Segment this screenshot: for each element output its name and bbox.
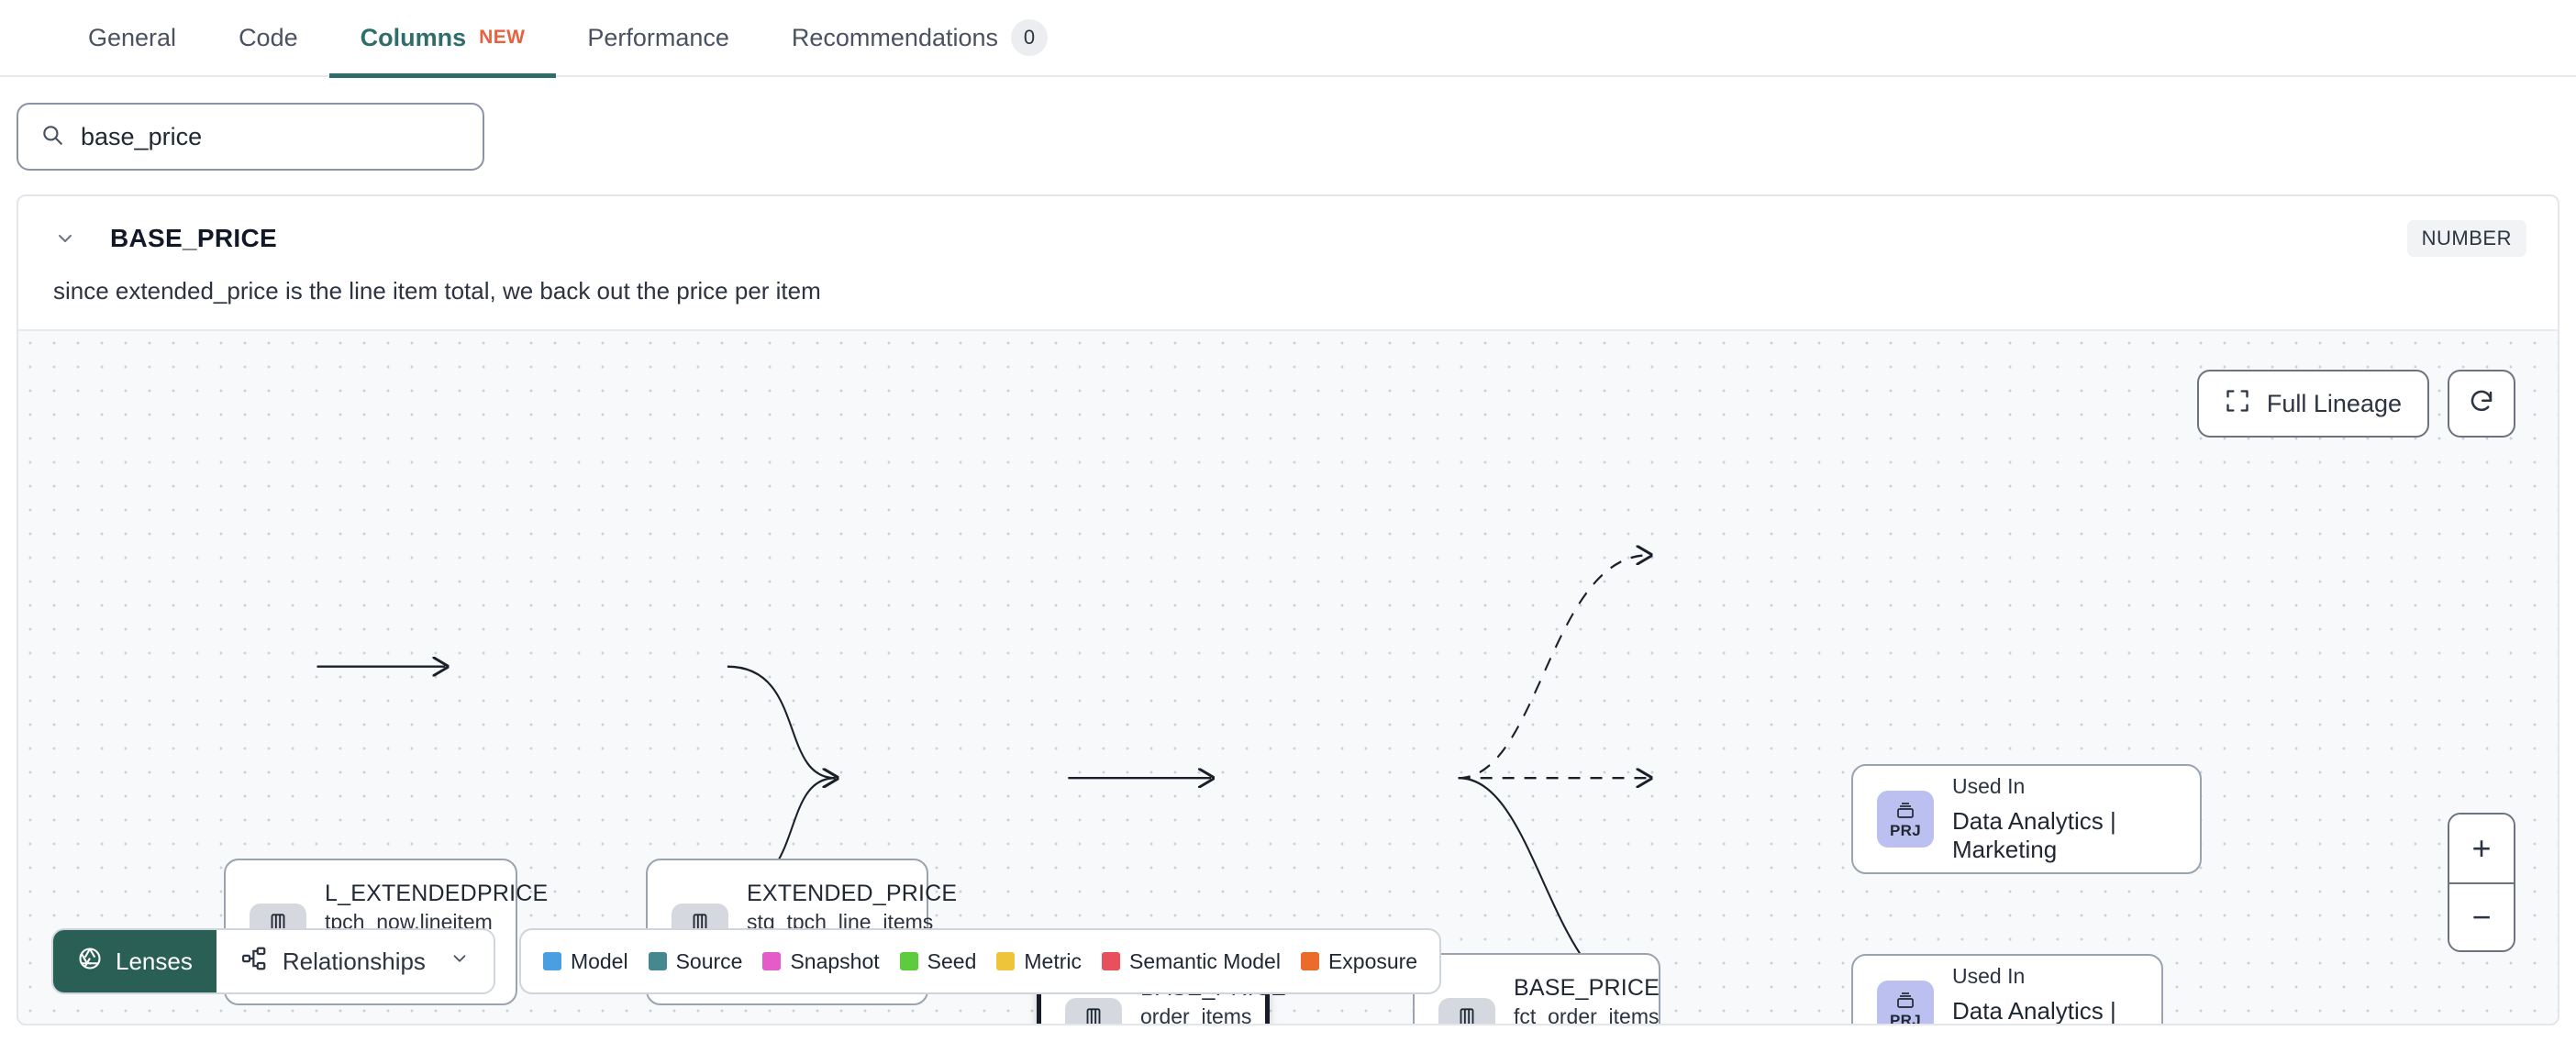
zoom-controls: + − [2448, 813, 2515, 952]
aperture-icon [77, 946, 103, 978]
zoom-in-button[interactable]: + [2449, 815, 2514, 882]
chevron-down-icon[interactable] [50, 223, 81, 254]
lenses-button[interactable]: Lenses [53, 930, 217, 992]
relationships-icon [240, 945, 268, 979]
project-glyph-icon [1893, 799, 1917, 821]
column-glyph-icon [688, 911, 712, 935]
legend-item[interactable]: Source [648, 948, 743, 974]
canvas-bottom-toolbar: Lenses Relationships [51, 928, 1442, 994]
legend-label: Source [675, 948, 743, 973]
project-glyph-icon [1893, 989, 1917, 1011]
legend-label: Exposure [1327, 948, 1418, 973]
tab-recommendations[interactable]: Recommendations 0 [761, 0, 1079, 76]
tab-performance[interactable]: Performance [556, 0, 761, 76]
lenses-label: Lenses [116, 947, 193, 975]
legend-swatch [648, 952, 667, 970]
node-table-name: order_items [1140, 1004, 1252, 1024]
refresh-button[interactable] [2448, 370, 2515, 438]
search-icon [40, 123, 64, 151]
lineage-canvas[interactable]: COLL_EXTENDEDPRICEtpch_now.lineitemSOURC… [18, 329, 2558, 1024]
legend-item[interactable]: Snapshot [762, 948, 880, 974]
node-project-name: Data Analytics | Marketing [1952, 807, 2116, 863]
tab-label: Recommendations [791, 23, 999, 51]
legend-swatch [542, 952, 561, 970]
relationships-label: Relationships [282, 947, 426, 975]
column-glyph-icon [1082, 1005, 1105, 1024]
project-icon: PRJ [1877, 791, 1934, 848]
node-project-name: Data Analytics | Sales [1952, 997, 2116, 1024]
legend-label: Snapshot [790, 948, 880, 973]
tab-code[interactable]: Code [207, 0, 329, 76]
zoom-out-button[interactable]: − [2449, 882, 2514, 950]
node-body: Used In Data Analytics | Sales [1952, 964, 2137, 1024]
node-icon-label: PRJ [1890, 1011, 1921, 1025]
legend-item[interactable]: Metric [996, 949, 1082, 974]
legend-swatch [1300, 952, 1319, 970]
legend-item[interactable]: Model [542, 948, 628, 974]
column-icon: COL [1065, 998, 1122, 1024]
legend: Model Source Snapshot Seed Metric Semantic Mo… [518, 928, 1442, 994]
refresh-icon [2468, 388, 2495, 420]
tab-general[interactable]: General [57, 0, 207, 76]
search-input[interactable]: base_price [17, 103, 484, 171]
full-lineage-label: Full Lineage [2266, 389, 2402, 417]
node-icon-label: PRJ [1890, 821, 1921, 839]
legend-label: Semantic Model [1129, 948, 1281, 973]
node-column-name: L_EXTENDEDPRICE [325, 881, 549, 906]
chevron-down-icon [450, 948, 470, 974]
tab-label: General [88, 23, 177, 51]
legend-swatch [762, 952, 782, 970]
expand-icon [2225, 388, 2250, 420]
tab-label: Columns [360, 23, 467, 51]
tab-new-badge: NEW [479, 27, 526, 48]
project-icon: PRJ [1877, 981, 1934, 1024]
column-icon: COL [1438, 998, 1495, 1024]
node-used-in-label: Used In [1952, 774, 2026, 798]
relationships-dropdown[interactable]: Relationships [216, 930, 494, 992]
column-header: BASE_PRICE NUMBER [18, 196, 2558, 257]
legend-item[interactable]: Exposure [1300, 948, 1418, 974]
tab-columns[interactable]: Columns NEW [328, 0, 557, 78]
node-column-name: BASE_PRICE [1514, 975, 1660, 1001]
node-used-in-label: Used In [1952, 964, 2026, 988]
node-column-name: EXTENDED_PRICE [747, 881, 958, 906]
column-glyph-icon [1455, 1005, 1479, 1024]
canvas-top-controls: Full Lineage [2196, 370, 2515, 438]
tab-label: Performance [587, 23, 729, 51]
legend-swatch [996, 952, 1016, 970]
column-panel: BASE_PRICE NUMBER since extended_price i… [17, 194, 2559, 1025]
tab-recommendations-count: 0 [1011, 19, 1049, 56]
legend-swatch [1102, 952, 1121, 970]
legend-item[interactable]: Seed [899, 948, 977, 974]
lineage-node-data-analytics-marketing[interactable]: PRJ Used In Data Analytics | Marketing [1851, 764, 2202, 874]
tab-label: Code [239, 23, 298, 51]
tab-bar: General Code Columns NEW Performance Rec… [0, 0, 2576, 78]
page-title: BASE_PRICE [110, 224, 277, 252]
lineage-node-data-analytics-sales[interactable]: PRJ Used In Data Analytics | Sales [1851, 954, 2163, 1024]
lens-group: Lenses Relationships [51, 928, 495, 994]
legend-label: Metric [1024, 948, 1083, 973]
column-description: since extended_price is the line item to… [53, 277, 821, 305]
legend-swatch [899, 952, 918, 970]
legend-label: Model [570, 948, 628, 973]
node-table-name: fct_order_items [1514, 1004, 1660, 1024]
node-body: Used In Data Analytics | Marketing [1952, 774, 2176, 864]
search-value: base_price [81, 122, 203, 150]
search-area: base_price [0, 77, 2576, 194]
legend-item[interactable]: Semantic Model [1102, 949, 1281, 974]
column-type-badge: NUMBER [2406, 220, 2526, 257]
legend-label: Seed [927, 948, 977, 973]
full-lineage-button[interactable]: Full Lineage [2196, 370, 2429, 438]
